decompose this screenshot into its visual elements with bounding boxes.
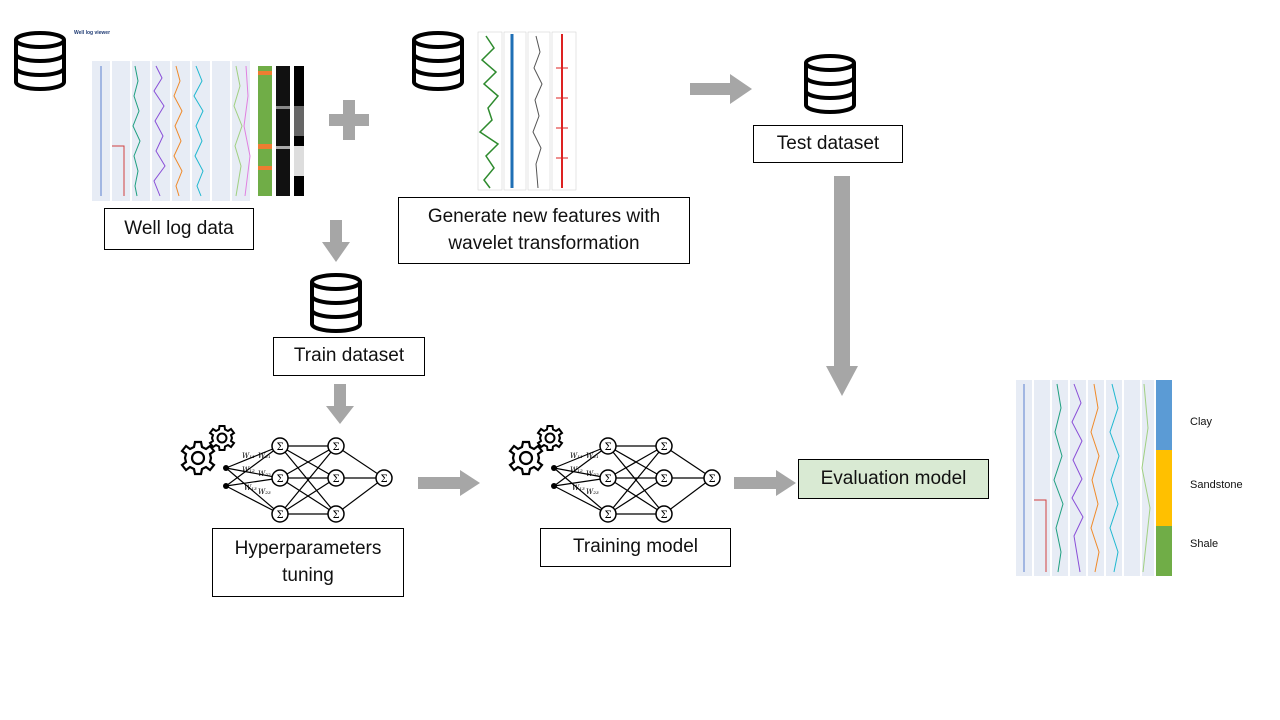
evaluation-model-box: Evaluation model [798, 459, 989, 499]
svg-text:Σ: Σ [276, 442, 283, 453]
training-model-box: Training model [540, 528, 731, 567]
legend-shale: Shale [1190, 538, 1219, 550]
svg-text:Σ: Σ [332, 474, 339, 485]
svg-text:W₂₂: W₂₂ [586, 470, 599, 478]
svg-text:W₁₂: W₁₂ [570, 466, 583, 474]
svg-text:Σ: Σ [708, 474, 715, 485]
svg-text:W₂₁: W₂₁ [258, 452, 271, 460]
generate-features-box: Generate new features with wavelet trans… [398, 197, 690, 264]
database-icon [14, 31, 66, 91]
arrow-icon [734, 470, 796, 496]
training-model-label: Training model [573, 536, 698, 558]
legend-sandstone: Sandstone [1190, 479, 1243, 491]
svg-text:Σ: Σ [380, 474, 387, 485]
train-dataset-box: Train dataset [273, 337, 425, 376]
gear-icon [508, 440, 544, 476]
svg-text:W₁₂: W₁₂ [242, 466, 255, 474]
gear-icon [208, 425, 236, 451]
evaluation-model-label: Evaluation model [820, 467, 967, 489]
well-log-data-box: Well log data [104, 208, 254, 250]
arrow-icon [690, 74, 752, 104]
generate-features-label: Generate new features with wavelet trans… [427, 205, 661, 254]
wavelet-features-thumbnail [477, 31, 577, 191]
svg-text:Σ: Σ [604, 510, 611, 521]
evaluation-log-thumbnail [1016, 380, 1172, 576]
test-dataset-label: Test dataset [776, 132, 880, 154]
train-dataset-label: Train dataset [293, 345, 405, 367]
svg-text:Σ: Σ [276, 474, 283, 485]
svg-text:Σ: Σ [276, 510, 283, 521]
well-log-viewer-title: Well log viewer [74, 30, 111, 36]
database-icon [412, 31, 464, 91]
svg-text:Σ: Σ [332, 442, 339, 453]
svg-text:Σ: Σ [660, 474, 667, 485]
svg-text:W₂₃: W₂₃ [258, 488, 271, 496]
well-log-data-label: Well log data [124, 217, 234, 239]
svg-text:W₂₂: W₂₂ [258, 470, 271, 478]
hyperparameters-tuning-label: Hyperparameters tuning [234, 537, 382, 586]
gear-icon [536, 425, 564, 451]
plus-icon [329, 100, 369, 140]
svg-text:W₁₁: W₁₁ [570, 452, 583, 460]
database-icon [804, 54, 856, 114]
hyperparameters-tuning-box: Hyperparameters tuning [212, 528, 404, 597]
svg-text:Σ: Σ [660, 510, 667, 521]
test-dataset-box: Test dataset [753, 125, 903, 163]
svg-text:Σ: Σ [604, 474, 611, 485]
arrow-icon [418, 470, 480, 496]
svg-text:Σ: Σ [332, 510, 339, 521]
svg-text:W₁₁: W₁₁ [242, 452, 255, 460]
svg-text:W₁₃: W₁₃ [572, 484, 585, 492]
well-log-viewer-thumbnail: Well log viewer [72, 28, 320, 206]
legend-clay: Clay [1190, 416, 1213, 428]
svg-text:W₂₁: W₂₁ [586, 452, 599, 460]
svg-text:Σ: Σ [604, 442, 611, 453]
arrow-icon [826, 176, 858, 396]
svg-text:W₁₃: W₁₃ [244, 484, 257, 492]
arrow-icon [326, 384, 354, 424]
well-log-tracks [92, 61, 304, 201]
svg-text:W₂₃: W₂₃ [586, 488, 599, 496]
svg-text:Σ: Σ [660, 442, 667, 453]
gear-icon [180, 440, 216, 476]
database-icon [310, 273, 362, 333]
arrow-icon [322, 220, 350, 262]
